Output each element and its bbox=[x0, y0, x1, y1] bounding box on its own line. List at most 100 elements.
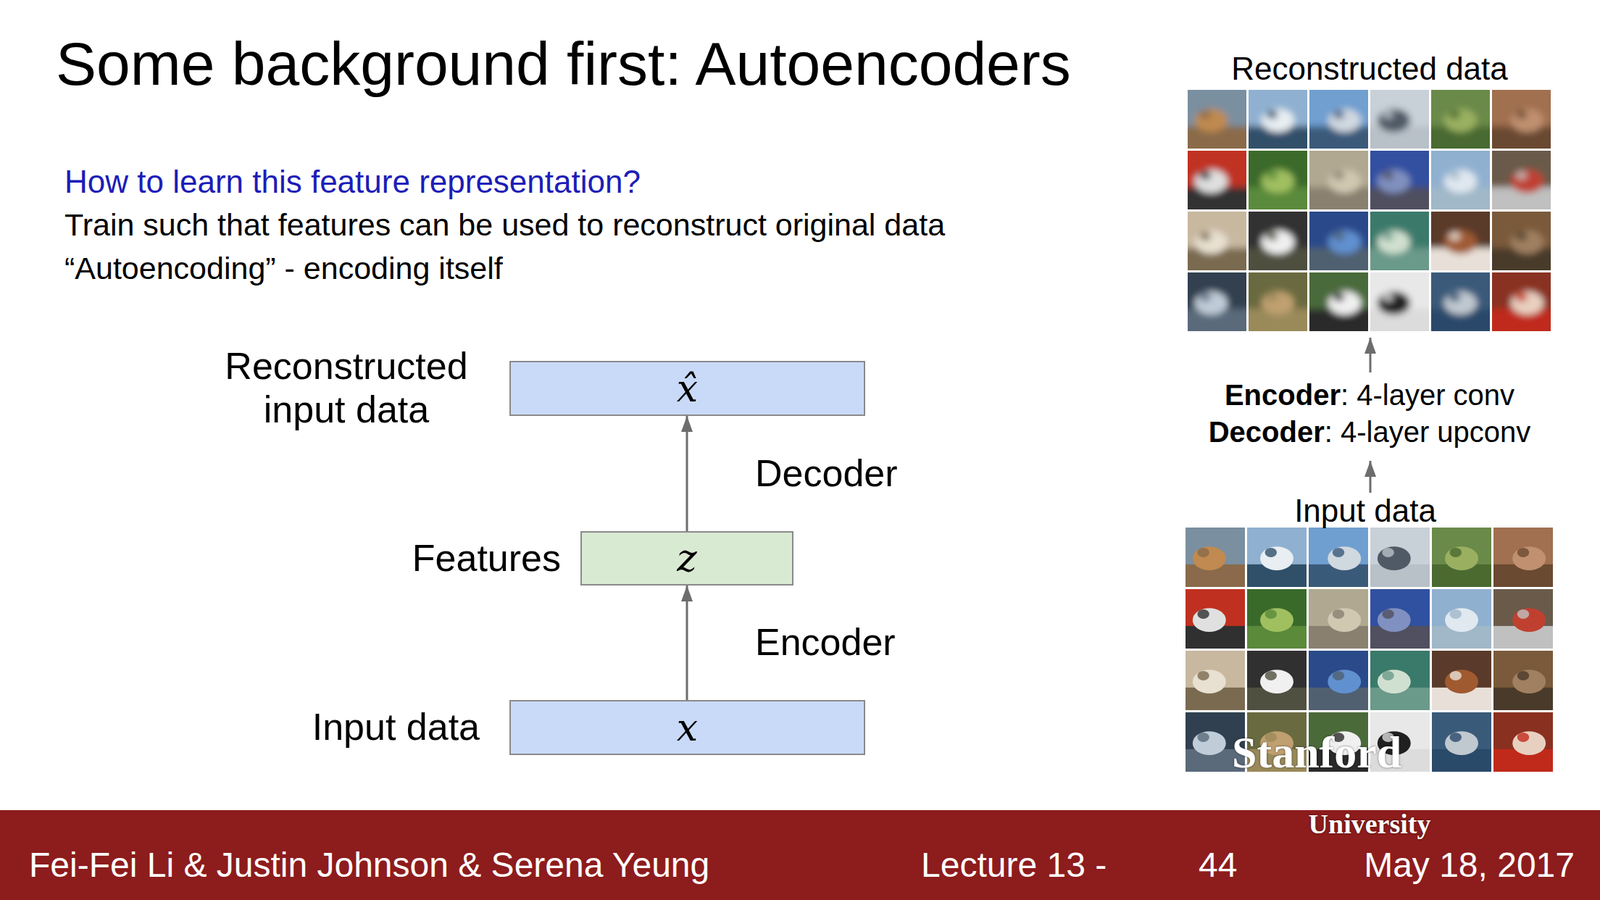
tile-content bbox=[1309, 150, 1369, 210]
tile-image bbox=[1247, 589, 1307, 649]
tile-detail bbox=[1199, 110, 1211, 120]
tile-detail bbox=[1199, 292, 1211, 303]
tile-content bbox=[1248, 211, 1308, 271]
tile-content bbox=[1308, 650, 1369, 711]
tile-object bbox=[1444, 546, 1479, 571]
tile-detail bbox=[1381, 292, 1394, 303]
tile-detail bbox=[1332, 609, 1345, 619]
tile-detail bbox=[1515, 110, 1527, 120]
tile-object bbox=[1444, 291, 1477, 315]
image-tile bbox=[1178, 520, 1253, 595]
tile-background bbox=[1493, 527, 1553, 587]
tile-content bbox=[1431, 589, 1492, 649]
box-heading: Input data bbox=[312, 705, 480, 750]
tile-background bbox=[1431, 650, 1492, 711]
tile-detail bbox=[1448, 110, 1461, 120]
tile-content bbox=[1370, 527, 1430, 587]
tile-content bbox=[1370, 272, 1429, 332]
tile-image bbox=[1370, 211, 1429, 271]
tile-background bbox=[1248, 272, 1308, 332]
image-tile bbox=[1423, 265, 1498, 339]
tile-background bbox=[1308, 527, 1369, 587]
tile-content bbox=[1492, 211, 1551, 271]
tile-detail bbox=[1265, 110, 1278, 120]
image-tile bbox=[1484, 82, 1558, 156]
tile-content bbox=[1185, 650, 1245, 711]
tile-background bbox=[1370, 272, 1429, 332]
image-tile bbox=[1484, 265, 1558, 339]
tile-background bbox=[1493, 712, 1553, 772]
tile-object bbox=[1444, 607, 1479, 632]
tile-content bbox=[1493, 712, 1553, 772]
tile-background bbox=[1431, 527, 1492, 587]
tile-image bbox=[1492, 89, 1551, 149]
tile-image bbox=[1185, 527, 1245, 587]
tile-background bbox=[1370, 650, 1430, 711]
tile-object bbox=[1444, 230, 1477, 254]
image-tile bbox=[1239, 581, 1314, 656]
tile-image bbox=[1248, 150, 1308, 210]
tile-background bbox=[1309, 211, 1369, 271]
panel-heading: Input data bbox=[1294, 492, 1437, 530]
tile-image bbox=[1431, 712, 1492, 772]
footer-lecture: Lecture 13 - bbox=[921, 844, 1107, 885]
feature-box: Featuresz bbox=[580, 531, 794, 586]
tile-content bbox=[1187, 89, 1247, 149]
tile-image bbox=[1187, 89, 1247, 149]
image-tile bbox=[1302, 82, 1376, 156]
tile-detail bbox=[1381, 231, 1394, 242]
decoder-name: Decoder bbox=[1208, 415, 1325, 449]
image-tile bbox=[1180, 204, 1254, 278]
tile-image bbox=[1370, 650, 1430, 711]
tile-image bbox=[1247, 527, 1307, 587]
tile-object bbox=[1260, 669, 1294, 694]
tile-object bbox=[1444, 669, 1479, 694]
tile-detail bbox=[1450, 671, 1462, 681]
tile-background bbox=[1370, 527, 1430, 587]
tile-image bbox=[1248, 272, 1308, 332]
tile-background bbox=[1247, 650, 1307, 711]
image-tile bbox=[1363, 265, 1437, 339]
tile-detail bbox=[1199, 231, 1211, 242]
caption-row: Encoder: 4-layer conv bbox=[1224, 378, 1515, 412]
image-tile bbox=[1178, 581, 1253, 656]
tile-content bbox=[1309, 211, 1369, 271]
tile-detail bbox=[1381, 609, 1394, 619]
tile-object bbox=[1444, 169, 1477, 193]
image-tile bbox=[1363, 520, 1437, 595]
tile-background bbox=[1431, 211, 1490, 271]
image-tile bbox=[1363, 581, 1437, 656]
tile-background bbox=[1431, 272, 1490, 332]
tile-object bbox=[1377, 230, 1411, 254]
tile-object bbox=[1510, 291, 1544, 315]
image-tile bbox=[1180, 265, 1254, 339]
tile-background bbox=[1185, 527, 1245, 587]
tile-image bbox=[1431, 650, 1492, 711]
footer-authors: Fei-Fei Li & Justin Johnson & Serena Yeu… bbox=[28, 844, 710, 885]
tile-content bbox=[1493, 589, 1553, 649]
tile-detail bbox=[1450, 609, 1462, 619]
tile-image bbox=[1308, 527, 1369, 587]
tile-object bbox=[1512, 669, 1546, 694]
tile-content bbox=[1431, 272, 1490, 332]
tile-image bbox=[1493, 712, 1553, 772]
tile-image bbox=[1370, 89, 1429, 149]
tile-detail bbox=[1332, 292, 1345, 303]
tile-background bbox=[1309, 272, 1369, 332]
tile-image bbox=[1185, 650, 1245, 711]
tile-background bbox=[1308, 650, 1369, 711]
tile-content bbox=[1370, 211, 1429, 271]
tile-background bbox=[1431, 712, 1492, 772]
tile-image bbox=[1431, 150, 1490, 210]
flow-arrow bbox=[1369, 337, 1372, 373]
image-tile bbox=[1363, 643, 1437, 718]
tile-background bbox=[1187, 150, 1247, 210]
tile-object bbox=[1377, 291, 1411, 315]
tile-detail bbox=[1448, 292, 1461, 303]
tile-content bbox=[1187, 211, 1247, 271]
tile-image bbox=[1492, 211, 1551, 271]
data-box: Input datax bbox=[509, 700, 866, 756]
tile-image bbox=[1370, 527, 1430, 587]
tile-object bbox=[1377, 607, 1411, 632]
